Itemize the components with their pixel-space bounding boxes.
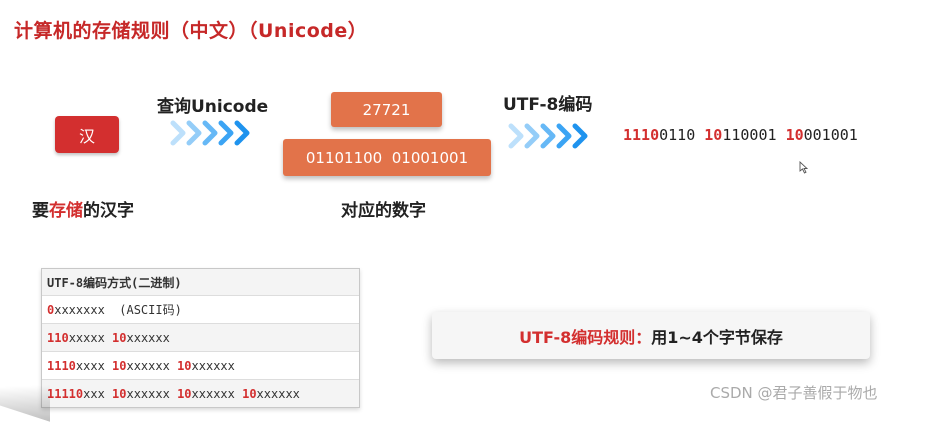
arrows-group-1 [170, 120, 250, 146]
step1-label: 查询Unicode [157, 97, 269, 117]
result-byte-2: 10110001 [704, 126, 777, 144]
utf8-result: 11100110 10110001 10001001 [623, 126, 858, 144]
han-char: 汉 [78, 126, 95, 146]
code-decimal-box: 27721 [331, 92, 442, 127]
rule-text: 用1~4个字节保存 [651, 327, 783, 347]
cursor-icon [799, 161, 808, 174]
result-byte-3: 10001001 [785, 126, 858, 144]
caption-left: 要存储的汉字 [32, 201, 134, 221]
arrows-group-2 [508, 123, 588, 149]
chevron-right-icon [218, 120, 234, 146]
step2-label: UTF-8编码 [503, 95, 593, 115]
result-byte-1: 11100110 [623, 126, 696, 144]
page-title: 计算机的存储规则（中文）（Unicode） [14, 20, 368, 42]
chevron-right-icon [186, 120, 202, 146]
code-decimal: 27721 [362, 100, 411, 119]
chevron-right-icon [524, 123, 540, 149]
chevron-right-icon [540, 123, 556, 149]
code-binary-box: 01101100 01001001 [283, 139, 491, 176]
rule-label: UTF-8编码规则： [519, 327, 652, 347]
table-header: UTF-8编码方式(二进制) [42, 269, 359, 295]
chevron-right-icon [572, 123, 588, 149]
code-binary: 01101100 01001001 [305, 148, 469, 167]
han-char-box: 汉 [55, 116, 119, 153]
chevron-right-icon [170, 120, 186, 146]
chevron-right-icon [202, 120, 218, 146]
caption-mid: 对应的数字 [341, 201, 426, 221]
chevron-right-icon [234, 120, 250, 146]
utf8-rule-box: UTF-8编码规则：用1~4个字节保存 [432, 312, 870, 359]
chevron-right-icon [508, 123, 524, 149]
chevron-right-icon [556, 123, 572, 149]
watermark: CSDN @君子善假于物也 [710, 384, 878, 402]
